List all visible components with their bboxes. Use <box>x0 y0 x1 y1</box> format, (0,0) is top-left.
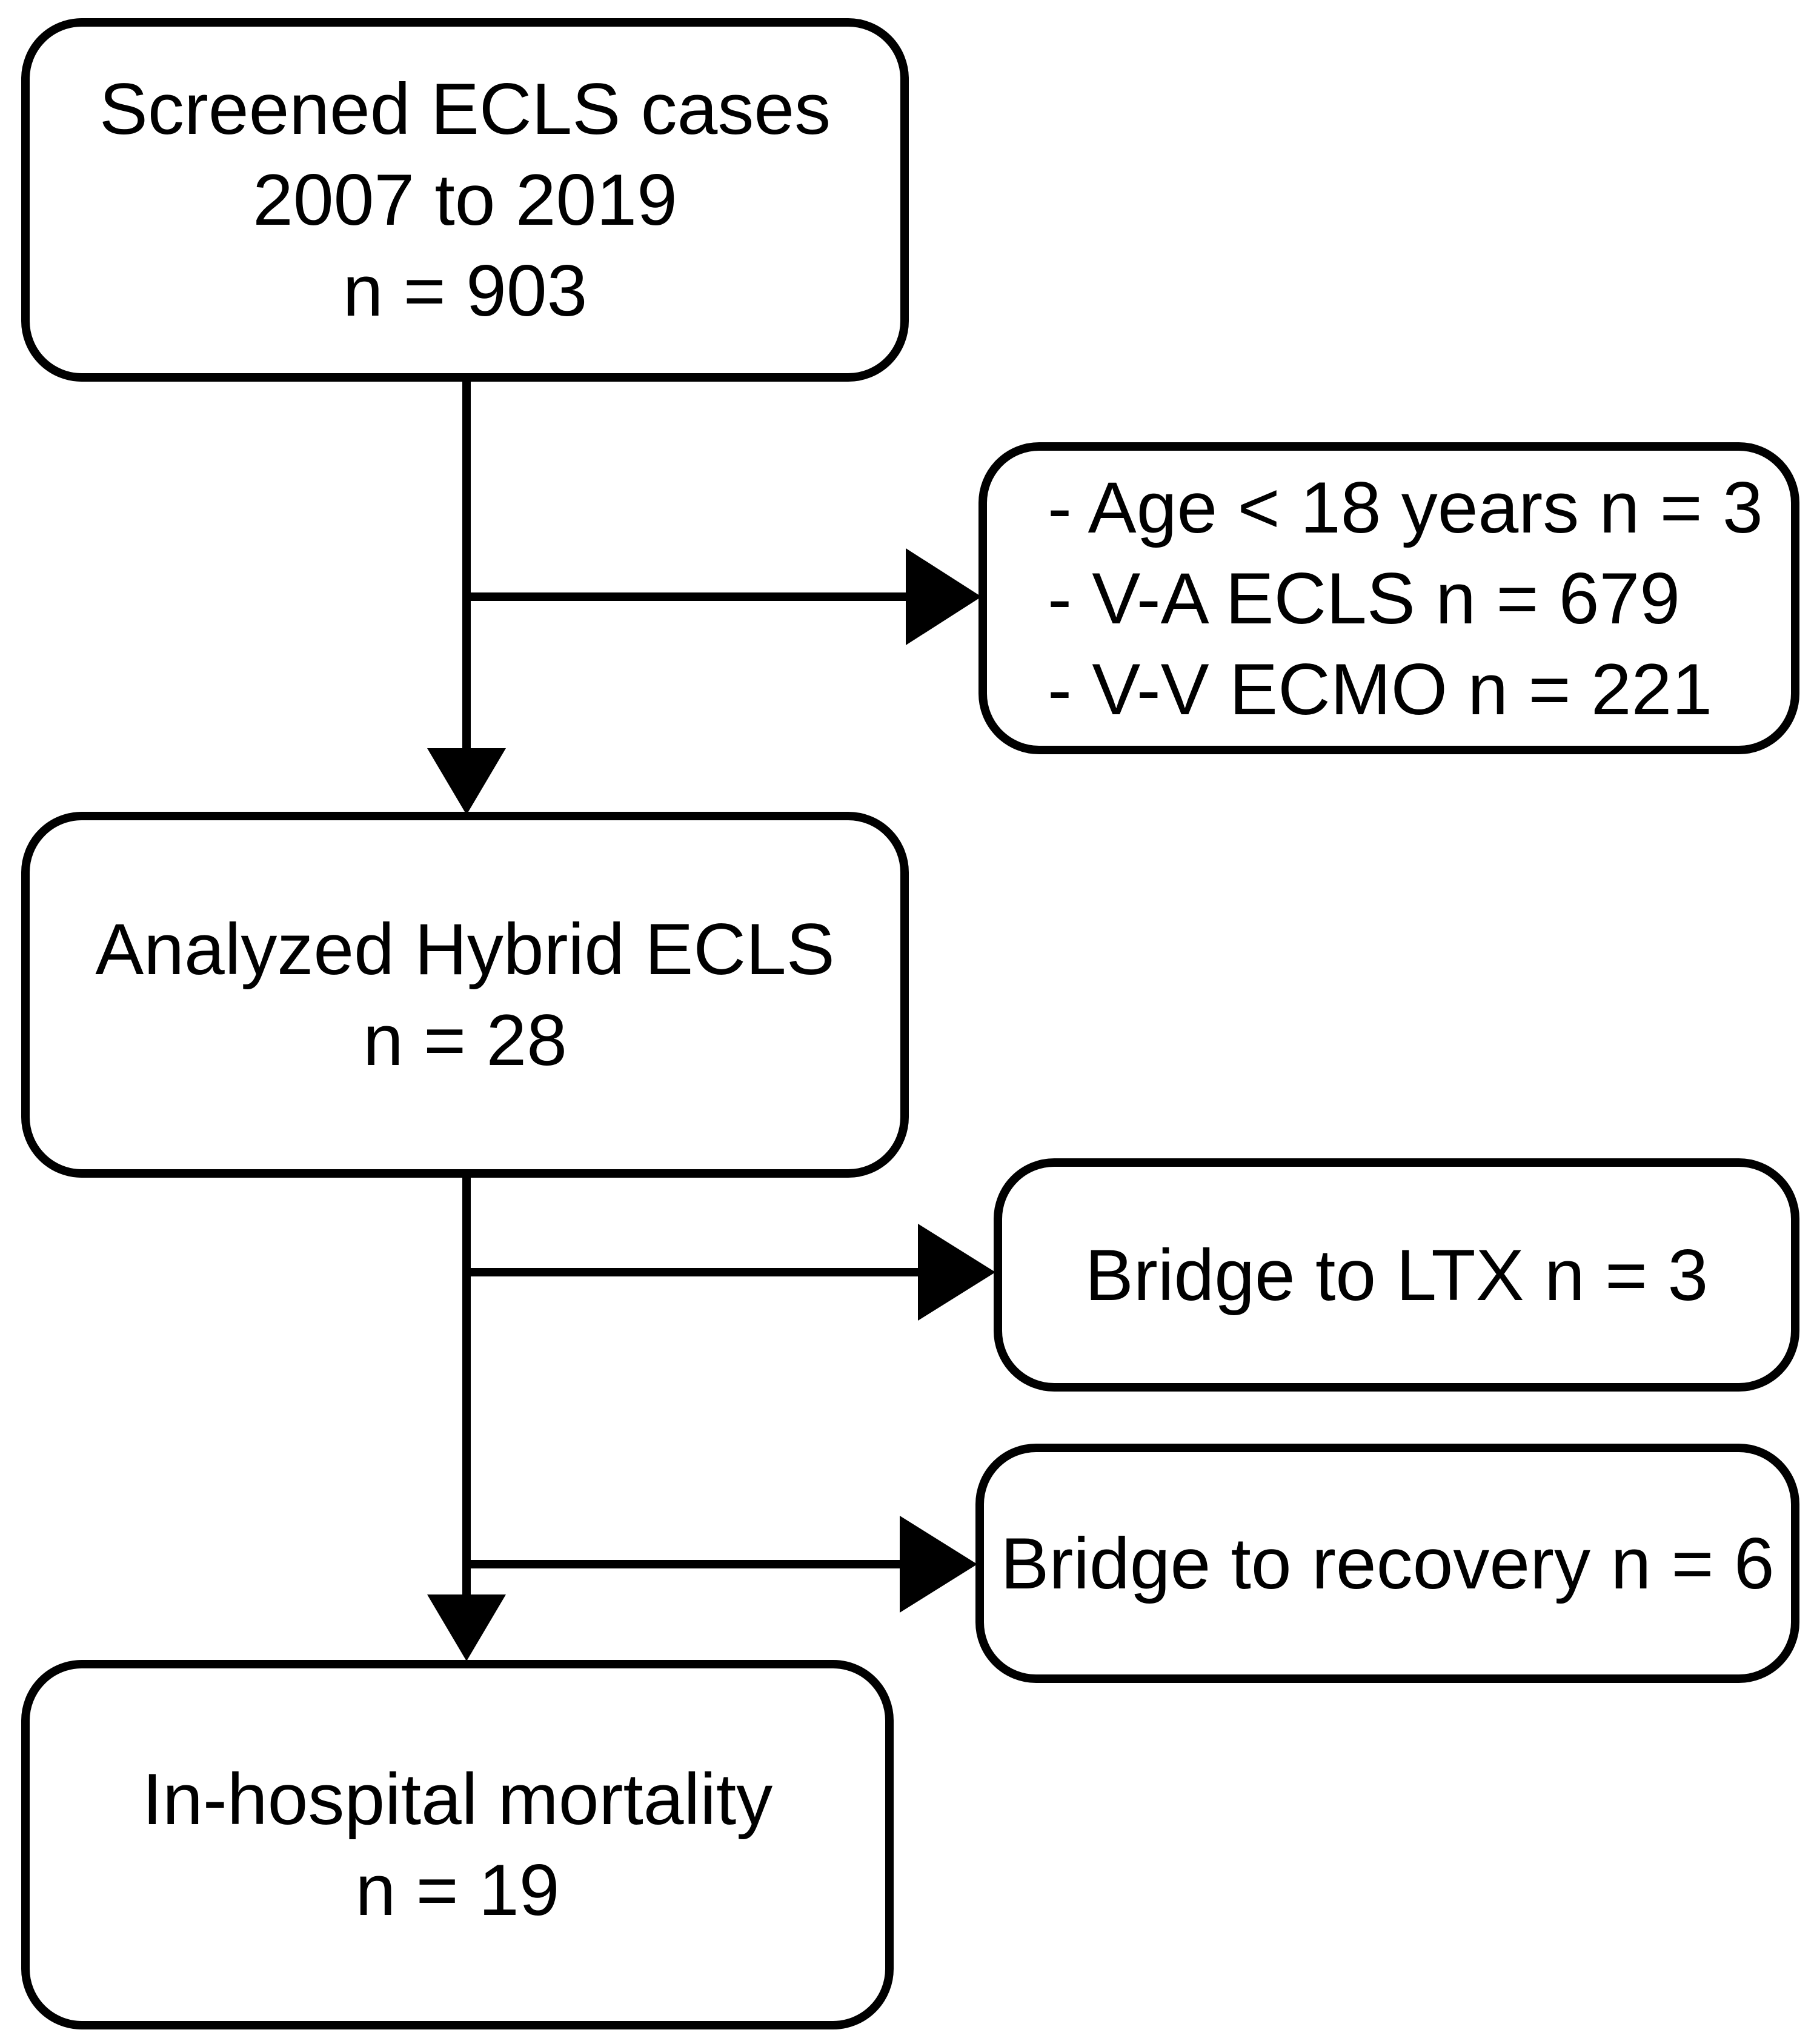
connector-analyzed-to-bridge-ltx <box>462 1268 921 1276</box>
arrowhead-right-icon <box>918 1224 995 1321</box>
node-text-line: - Age < 18 years n = 3 <box>1048 466 1763 548</box>
node-text-line: n = 19 <box>355 1850 560 1931</box>
arrowhead-down-icon <box>427 1594 506 1661</box>
node-text-line: Screened ECLS cases <box>99 68 831 150</box>
connector-analyzed-to-bridge-recovery <box>462 1560 903 1568</box>
node-in-hospital-mortality: In-hospital mortality n = 19 <box>21 1660 894 2029</box>
node-text-line: n = 28 <box>363 1000 567 1081</box>
node-text-line: Analyzed Hybrid ECLS <box>95 909 835 990</box>
arrowhead-right-icon <box>900 1516 977 1613</box>
connector-analyzed-to-mortality <box>462 1178 471 1599</box>
node-screened-ecls-cases: Screened ECLS cases 2007 to 2019 n = 903 <box>21 18 909 382</box>
connector-screened-to-analyzed <box>462 382 471 760</box>
node-bridge-to-recovery: Bridge to recovery n = 6 <box>975 1444 1799 1683</box>
node-text-line: - V-V ECMO n = 221 <box>1048 648 1713 730</box>
arrowhead-right-icon <box>906 548 982 645</box>
connector-screened-to-exclusions <box>462 592 912 601</box>
node-text-line: Bridge to LTX n = 3 <box>1085 1234 1709 1316</box>
node-text-line: 2007 to 2019 <box>253 159 677 241</box>
arrowhead-down-icon <box>427 748 506 815</box>
node-text-line: - V-A ECLS n = 679 <box>1048 557 1680 639</box>
node-text-line: n = 903 <box>342 250 588 331</box>
node-text-line: In-hospital mortality <box>142 1759 773 1840</box>
node-exclusions: - Age < 18 years n = 3 - V-A ECLS n = 67… <box>978 442 1799 754</box>
node-analyzed-hybrid-ecls: Analyzed Hybrid ECLS n = 28 <box>21 812 909 1178</box>
node-text-line: Bridge to recovery n = 6 <box>1000 1522 1775 1604</box>
node-bridge-to-ltx: Bridge to LTX n = 3 <box>994 1158 1799 1392</box>
